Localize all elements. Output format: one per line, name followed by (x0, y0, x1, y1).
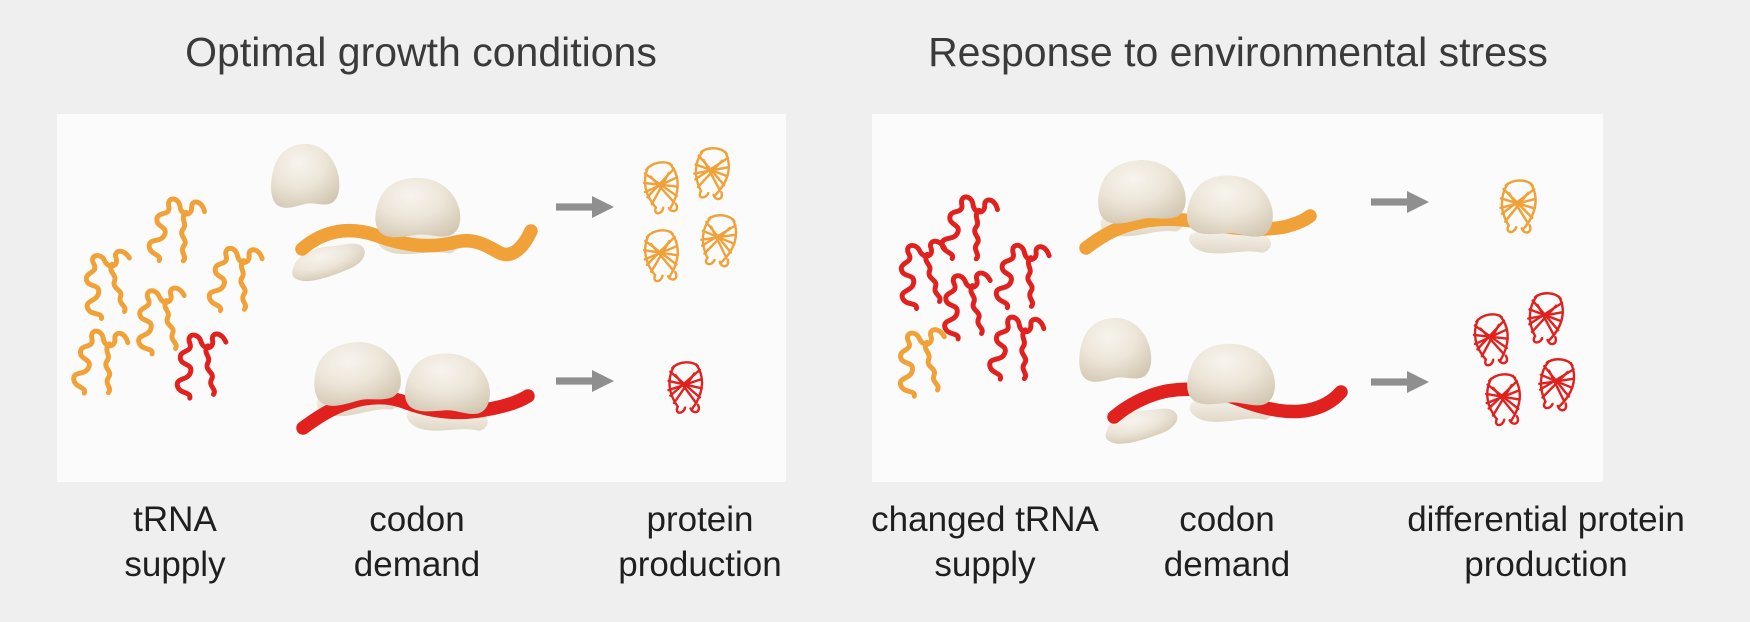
right-panel-title: Response to environmental stress (928, 29, 1548, 75)
ribosome-large-subunit (1185, 172, 1276, 239)
label-line: changed tRNA (871, 500, 1099, 539)
trna-pool-left (72, 195, 263, 398)
label-line: production (618, 545, 782, 584)
protein-icon (689, 144, 733, 202)
ribosome-large-subunit (269, 141, 341, 209)
trna-icon (995, 243, 1050, 312)
label-codon-demand-left: codon demand (354, 497, 480, 587)
label-line: codon (369, 500, 465, 539)
label-line: demand (1163, 545, 1291, 584)
protein-cluster-left-bottom (667, 361, 704, 414)
label-line: supply (934, 545, 1036, 584)
translation-group-left-top (269, 141, 538, 286)
label-line: demand (353, 545, 481, 584)
translation-group-right-bottom (1077, 315, 1348, 448)
trna-icon (177, 334, 226, 398)
protein-icon (696, 211, 741, 270)
trna-icon (988, 314, 1045, 384)
protein-cluster-right-bottom (1470, 289, 1579, 427)
mrna-strand (296, 389, 535, 435)
label-trna-supply: tRNA supply (124, 497, 225, 587)
protein-icon (640, 159, 682, 216)
protein-cluster-left-top (640, 144, 741, 284)
ribosome-large-subunit (1094, 156, 1188, 226)
arrow-icon (1371, 371, 1429, 393)
trna-icon (940, 193, 999, 265)
arrow-icon (556, 196, 614, 218)
protein-icon (641, 228, 681, 284)
trna-icon (147, 195, 206, 267)
trna-icon (80, 250, 137, 320)
ribosome-large-subunit (1077, 315, 1153, 383)
translation-group-right-top (1079, 156, 1317, 256)
trna-icon (135, 287, 188, 354)
protein-icon (1534, 355, 1579, 414)
label-line: differential protein (1407, 500, 1685, 539)
arrow-icon (556, 370, 614, 392)
label-codon-demand-right: codon demand (1164, 497, 1290, 587)
label-line: production (1464, 545, 1628, 584)
right-panel-box (872, 114, 1603, 482)
mrna-strand (295, 224, 538, 262)
translation-group-left-bottom (296, 337, 535, 435)
label-differential-protein-production: differential protein production (1407, 497, 1685, 587)
label-protein-production: protein production (618, 497, 781, 587)
ribosome-large-subunit (309, 337, 404, 409)
left-panel-title: Optimal growth conditions (185, 29, 657, 75)
protein-icon (1484, 372, 1523, 427)
protein-icon (1470, 311, 1512, 368)
trna-icon (895, 329, 950, 398)
trna-icon (208, 246, 263, 315)
protein-icon (667, 361, 704, 414)
protein-icon (1497, 177, 1539, 235)
label-line: protein (646, 500, 754, 539)
label-changed-trna-supply: changed tRNA supply (871, 497, 1099, 587)
trna-icon (72, 328, 129, 398)
protein-icon (1523, 289, 1567, 347)
ribosome-large-subunit (375, 177, 461, 238)
trna-pool-right (895, 193, 1050, 397)
label-line: supply (124, 545, 226, 584)
label-line: tRNA (133, 500, 217, 539)
label-line: codon (1179, 500, 1275, 539)
arrow-icon (1371, 191, 1429, 213)
protein-cluster-right-top (1497, 177, 1539, 235)
trna-icon (941, 272, 994, 339)
ribosome-large-subunit (1186, 342, 1277, 407)
ribosome-large-subunit (403, 350, 493, 416)
